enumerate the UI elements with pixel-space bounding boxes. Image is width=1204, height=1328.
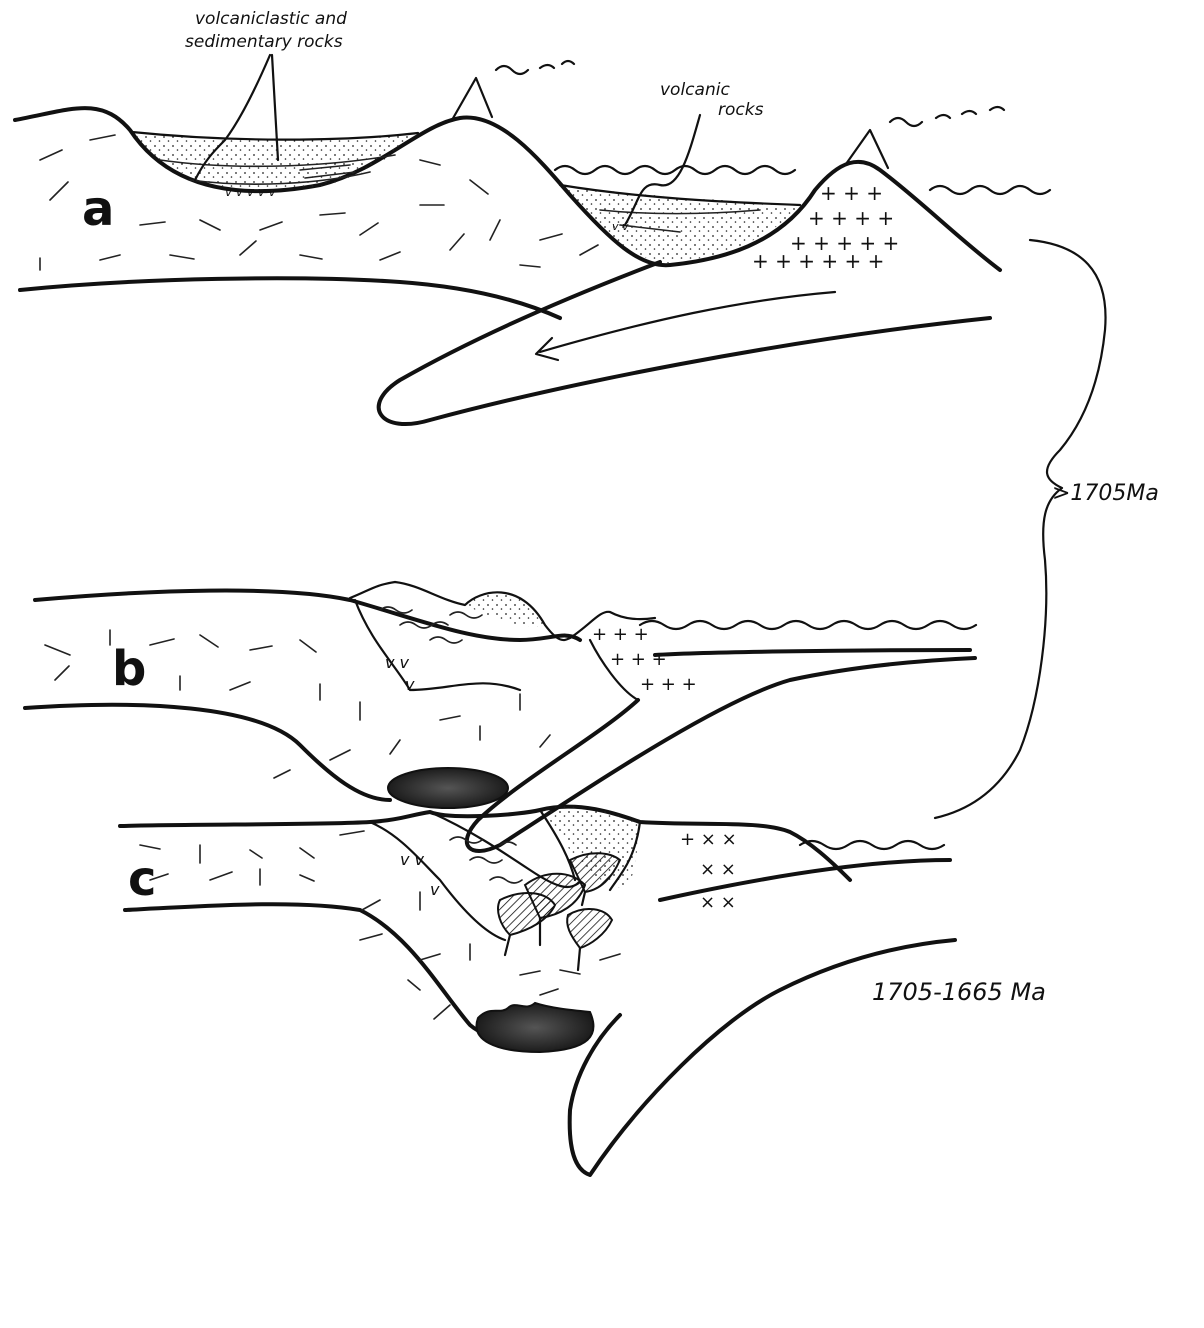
svg-text:v v v v v: v v v v v bbox=[225, 185, 277, 199]
panel-b-crust-base bbox=[25, 705, 390, 800]
panel-a-subducting-slab bbox=[379, 262, 990, 424]
svg-text:+ + +: + + + bbox=[610, 649, 667, 670]
volcanic-label-line2: rocks bbox=[718, 100, 764, 120]
svg-text:+ + +: + + + bbox=[640, 674, 697, 695]
svg-text:+ + +: + + + bbox=[820, 181, 883, 205]
age-brace-ab: >1705Ma bbox=[935, 240, 1159, 818]
age-label-ab: >1705Ma bbox=[1052, 481, 1159, 506]
svg-text:+ + + +: + + + + bbox=[808, 206, 894, 230]
panel-c-label: c bbox=[128, 851, 156, 907]
panel-a-sea bbox=[555, 166, 795, 174]
volcanic-label-line1: volcanic bbox=[660, 80, 730, 100]
svg-text:× ×: × × bbox=[700, 859, 736, 880]
panel-c: v v v + × × × × × × c bbox=[120, 807, 955, 1175]
panel-c-pluton-4 bbox=[567, 909, 612, 948]
svg-text:v: v bbox=[405, 675, 415, 694]
panel-c-subducting-slab bbox=[570, 860, 955, 1175]
age-label-c: 1705-1665 Ma bbox=[872, 978, 1046, 1006]
svg-text:+ + +: + + + bbox=[592, 624, 649, 645]
sediment-label-line1: volcaniclastic and bbox=[195, 9, 347, 29]
svg-text:v: v bbox=[430, 880, 440, 899]
panel-a-crust-base bbox=[20, 278, 560, 318]
panel-c-sea bbox=[800, 841, 944, 849]
panel-c-melt-body bbox=[477, 1003, 594, 1052]
svg-text:+ × ×: + × × bbox=[680, 829, 737, 850]
panel-a-volcano-1 bbox=[452, 78, 492, 120]
panel-c-crust-surface bbox=[120, 807, 850, 880]
sediment-label-line2: sedimentary rocks bbox=[185, 32, 343, 52]
panel-b: v v v + + + + + + + + + b bbox=[25, 582, 976, 851]
panel-b-melt-body bbox=[388, 768, 508, 808]
svg-text:+ + + + + +: + + + + + + bbox=[752, 249, 884, 273]
svg-text:× ×: × × bbox=[700, 892, 736, 913]
panel-a: v v v v v v v + + + + + + + + + + + + + … bbox=[15, 61, 1050, 424]
svg-text:v v: v v bbox=[385, 653, 410, 672]
svg-text:v v: v v bbox=[400, 850, 425, 869]
panel-b-subducting-slab bbox=[467, 650, 975, 851]
panel-a-label: a bbox=[82, 181, 114, 237]
panel-b-sea bbox=[640, 621, 976, 629]
panel-b-label: b bbox=[112, 641, 146, 697]
